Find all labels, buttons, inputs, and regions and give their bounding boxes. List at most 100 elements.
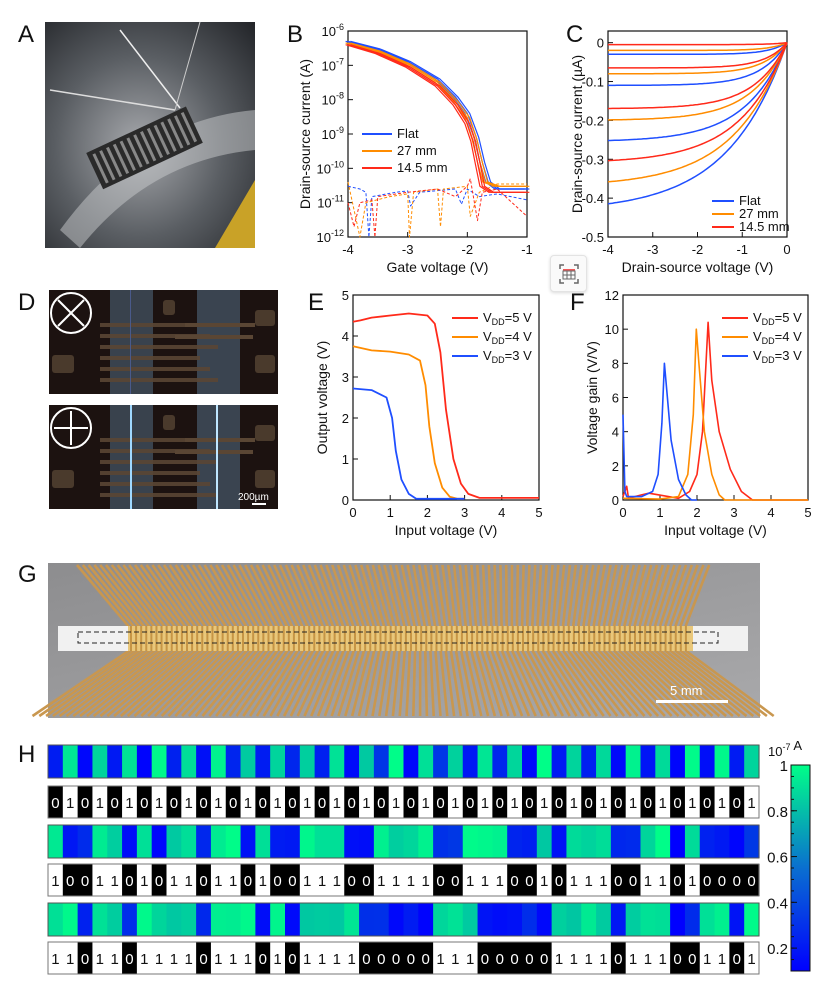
heatmap-cell (522, 825, 538, 858)
trace-bottom (485, 649, 510, 717)
electrode (669, 626, 672, 651)
bit-label: 1 (244, 795, 252, 812)
electrode (537, 626, 540, 651)
trace-bottom (316, 649, 346, 717)
bit-cell (285, 864, 301, 896)
heatmap-cell (48, 825, 64, 858)
electrode (415, 626, 418, 651)
trace-bottom (276, 649, 315, 717)
heatmap-cell (744, 903, 760, 936)
bit-cell (210, 786, 227, 818)
bit-cell (181, 786, 197, 818)
bit-label: 0 (392, 951, 400, 968)
electrode (308, 626, 311, 651)
heatmap-cell (596, 825, 612, 858)
bit-cell (522, 786, 538, 818)
heatmap-cell (581, 745, 597, 778)
bit-cell (225, 864, 242, 896)
electrode (522, 626, 524, 651)
trace-bottom (439, 649, 449, 717)
transfer-curve-27mm (350, 42, 530, 187)
electrode (165, 626, 168, 651)
bit-cell (166, 864, 182, 896)
trace-bottom (571, 649, 626, 717)
trace-top (162, 564, 208, 629)
x-tick-label: -2 (462, 242, 474, 257)
chart-b-transfer-curves: -4-3-2-110-1210-1110-1010-910-810-710-6G… (297, 22, 533, 275)
trace-top (622, 564, 641, 629)
heatmap-cell (388, 745, 405, 778)
table-view-button[interactable] (550, 255, 587, 292)
trace-top (139, 564, 188, 629)
trace-top (238, 564, 274, 629)
bit-label: 1 (629, 795, 637, 812)
electrode (170, 626, 173, 651)
trace-bottom (541, 649, 585, 717)
bit-cell (136, 786, 153, 818)
heatmap-cell (699, 903, 716, 936)
heatmap-cell (640, 745, 656, 778)
electrode (196, 626, 199, 651)
bit-cell (714, 864, 730, 896)
x-axis-label: Drain-source voltage (V) (622, 259, 774, 275)
bit-label: 1 (747, 951, 755, 968)
trace-bottom (126, 649, 203, 717)
trace-top (541, 564, 549, 629)
bit-label: 1 (303, 951, 311, 968)
heatmap-cell (62, 903, 79, 936)
y-tick-label: -0.1 (582, 75, 604, 90)
bit-label: 0 (540, 951, 548, 968)
trace-top (99, 564, 152, 629)
trace-bottom (556, 649, 605, 717)
heatmap-cell (329, 825, 345, 858)
scale-bar-d (252, 503, 266, 505)
trace-top (371, 564, 391, 629)
trace-bottom (449, 649, 463, 717)
bit-label: 0 (199, 795, 207, 812)
legend-label: Flat (739, 193, 761, 208)
bit-label: 0 (81, 951, 89, 968)
bit-label: 0 (110, 795, 118, 812)
off-current-curve (347, 185, 528, 238)
trace-top (632, 564, 653, 629)
y-tick-label: -0.5 (582, 230, 604, 245)
heatmap-cell (507, 825, 523, 858)
bit-label: 1 (96, 873, 104, 890)
heatmap-cell (447, 745, 464, 778)
bit-cell (122, 786, 138, 818)
birefringent-line (130, 290, 131, 394)
bit-cell (240, 864, 256, 896)
x-tick-label: 4 (767, 505, 774, 520)
trace-top (290, 564, 320, 629)
bit-cell (433, 786, 449, 818)
bit-cell (270, 942, 286, 974)
electrode (491, 626, 494, 651)
heatmap-cell (462, 903, 479, 936)
bit-label: 1 (496, 873, 504, 890)
bit-label: 0 (644, 795, 652, 812)
plot-frame (352, 294, 540, 501)
electrode (191, 626, 194, 651)
heatmap-cell (744, 745, 760, 778)
trace-top (441, 564, 453, 629)
trace-top (571, 564, 583, 629)
bit-label: 0 (733, 873, 741, 890)
legend-label: VDD=5 V (483, 310, 532, 327)
trace-bottom (106, 649, 187, 717)
electrode-finger (100, 438, 200, 442)
bit-label: 1 (688, 795, 696, 812)
trace-bottom (337, 649, 361, 717)
trace-bottom (391, 649, 402, 717)
electrode (664, 626, 667, 651)
trace-top (203, 564, 244, 629)
bit-label: 1 (510, 795, 518, 812)
bit-cell (655, 786, 671, 818)
off-current-curve (347, 178, 528, 238)
trace-top (417, 564, 432, 629)
trace-bottom (622, 649, 694, 717)
trace-top (261, 564, 295, 629)
electrode (379, 626, 382, 651)
electrode (435, 626, 438, 651)
heatmap-cell (107, 825, 123, 858)
